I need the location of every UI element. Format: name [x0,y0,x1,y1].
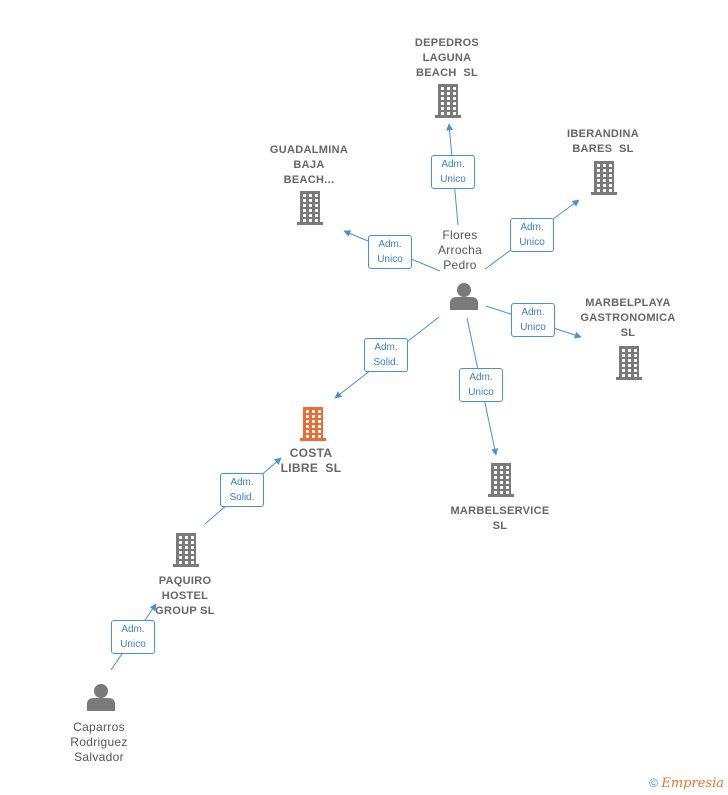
edge-label-line: Solid. [229,492,255,503]
node-label-line: DEPEDROS [414,37,480,49]
edge-label-caparros-to-paquiro[interactable]: Adm. Unico [111,620,155,654]
node-label-line: PAQUIRO [158,575,212,587]
node-marbelplaya-building-icon[interactable] [616,346,642,380]
node-marbelservice-building-icon[interactable] [488,463,514,497]
edge-label-flores-to-marbelplaya[interactable]: Adm. Unico [511,303,555,337]
node-label-line: BEACH SL [416,67,478,79]
edge-label-paquiro-to-costa[interactable]: Adm. Solid. [220,473,264,507]
node-label-guadalmina[interactable]: GUADALMINA BAJA BEACH... [254,143,364,188]
node-label-line: HOSTEL [161,590,209,602]
edge-label-line: Unico [468,387,494,398]
node-label-line: GUADALMINA [269,144,349,156]
edge-label-line: Adm. [378,239,402,250]
node-label-line: LAGUNA [422,52,472,64]
node-label-line: BARES SL [572,143,634,155]
edge-label-line: Unico [120,639,146,650]
edge-label-line: Adm. [521,307,545,318]
node-flores-person-icon[interactable] [450,283,478,310]
node-caparros-person-icon[interactable] [87,684,115,711]
node-label-iberandina[interactable]: IBERANDINA BARES SL [548,127,658,157]
node-paquiro-building-icon[interactable] [173,533,199,567]
edge-label-flores-to-marbelservice[interactable]: Adm. Unico [459,368,503,402]
edge-label-line: Adm. [441,159,465,170]
edge-label-line: Unico [440,174,466,185]
node-costa-building-icon[interactable] [300,407,326,441]
node-label-line: IBERANDINA [566,128,640,140]
node-label-line: MARBELPLAYA [585,297,671,309]
edge-label-flores-to-iberandina[interactable]: Adm. Unico [510,218,554,252]
footer-brand[interactable]: © Empresia [649,776,724,791]
node-label-marbelplaya[interactable]: MARBELPLAYA GASTRONOMICA SL [568,296,688,341]
node-label-line: BEACH... [283,174,335,186]
node-guadalmina-building-icon[interactable] [297,191,323,225]
node-label-line: COSTA [289,446,333,460]
node-label-depedros[interactable]: DEPEDROS LAGUNA BEACH SL [392,36,502,81]
edge-label-line: Adm. [230,477,254,488]
node-label-line: MARBELSERVICE [450,505,550,517]
brand-logo: Empresia [661,776,724,791]
edge-label-line: Adm. [374,342,398,353]
node-label-marbelservice[interactable]: MARBELSERVICE SL [440,504,560,534]
edge-label-line: Unico [519,237,545,248]
edge-label-line: Adm. [520,222,544,233]
node-label-line: BAJA [293,159,325,171]
edge-label-flores-to-costa[interactable]: Adm. Solid. [364,338,408,372]
node-label-line: SL [492,520,508,532]
edge-label-flores-to-depedros[interactable]: Adm. Unico [431,155,475,189]
node-depedros-building-icon[interactable] [435,84,461,118]
node-label-line: SL [620,327,636,339]
edge-label-line: Solid. [373,357,399,368]
node-label-line: Flores [442,228,478,242]
node-label-line: Salvador [74,750,124,764]
node-label-line: Arrocha [437,243,483,257]
edge-label-line: Unico [520,322,546,333]
node-label-line: GASTRONOMICA [580,312,676,324]
node-label-paquiro[interactable]: PAQUIRO HOSTEL GROUP SL [135,574,235,619]
edge-label-line: Unico [377,254,403,265]
node-label-line: Caparros [73,720,125,734]
edge-label-flores-to-guadalmina[interactable]: Adm. Unico [368,235,412,269]
node-label-line: Pedro [443,258,477,272]
edge-label-line: Adm. [121,624,145,635]
node-label-line: GROUP SL [155,605,215,617]
node-label-line: LIBRE SL [280,461,342,475]
edge-label-line: Adm. [469,372,493,383]
node-label-line: Rodriguez [70,735,128,749]
copyright-icon: © [649,776,659,790]
node-iberandina-building-icon[interactable] [591,161,617,195]
